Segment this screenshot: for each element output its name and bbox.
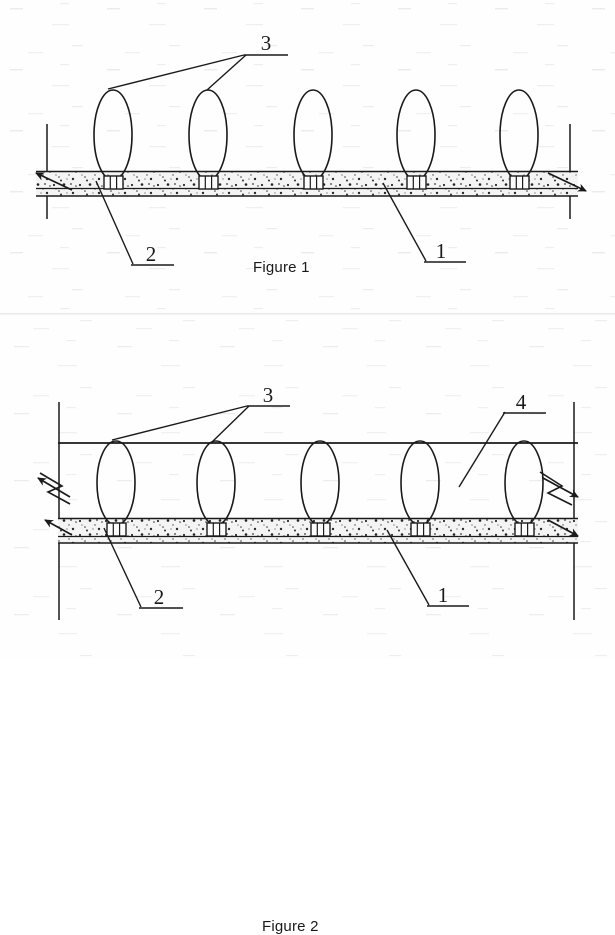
left-break-arrow-slab — [44, 519, 73, 536]
leader-1 — [386, 529, 430, 606]
left-break-arrow-upper — [37, 477, 71, 498]
callout-label-1: 1 — [438, 583, 449, 607]
figure-2-drawing: 3 4 2 1 — [0, 316, 615, 659]
callout-label-2: 2 — [146, 242, 157, 266]
anchor-blocks — [106, 522, 535, 537]
callout-labels: 3 4 2 1 — [154, 383, 527, 609]
right-break-arrow-upper — [542, 477, 579, 498]
leader-3a — [107, 54, 245, 90]
callout-leader-lines — [95, 54, 427, 265]
leader-3b — [206, 54, 247, 91]
figure-1-drawing: 3 2 1 — [0, 0, 615, 313]
extension-lines — [58, 402, 575, 620]
right-break-arrow-slab — [547, 519, 579, 537]
leader-3a — [111, 405, 248, 441]
leader-3b — [211, 405, 250, 443]
left-break-arrow — [35, 172, 73, 191]
figure-divider — [0, 313, 615, 316]
anchor-block — [198, 175, 219, 190]
anchor-block — [103, 175, 124, 190]
break-arrows — [37, 477, 579, 537]
leader-2 — [103, 527, 142, 608]
anchor-block — [514, 522, 535, 537]
anchor-blocks — [103, 175, 530, 190]
anchor-block — [509, 175, 530, 190]
scan-artifacts — [0, 316, 615, 659]
figure-1-panel: 3 2 1 Figure 1 — [0, 0, 615, 313]
anchor-block — [206, 522, 227, 537]
callout-label-3: 3 — [263, 383, 274, 407]
right-zigzag-break — [539, 471, 573, 506]
callout-label-2: 2 — [154, 585, 165, 609]
anchor-block — [303, 175, 324, 190]
anchor-block — [310, 522, 331, 537]
callout-label-1: 1 — [436, 239, 447, 263]
callout-leader-lines — [103, 405, 506, 608]
figure-2-caption: Figure 2 — [262, 918, 319, 935]
anchor-block — [406, 175, 427, 190]
callout-label-4: 4 — [516, 390, 527, 414]
figure-1-caption: Figure 1 — [253, 259, 310, 276]
callout-underlines — [131, 54, 466, 266]
right-break-arrow — [547, 172, 587, 192]
anchor-block — [106, 522, 127, 537]
figure-2-panel: 3 4 2 1 Figure 2 — [0, 316, 615, 935]
callout-labels: 3 2 1 — [146, 31, 447, 266]
leader-2 — [95, 180, 134, 265]
break-arrows — [35, 172, 587, 192]
anchor-block — [410, 522, 431, 537]
leader-1 — [382, 182, 427, 262]
scan-artifacts — [0, 0, 615, 313]
callout-underlines — [139, 405, 546, 609]
callout-label-3: 3 — [261, 31, 272, 55]
leader-4 — [458, 411, 506, 488]
